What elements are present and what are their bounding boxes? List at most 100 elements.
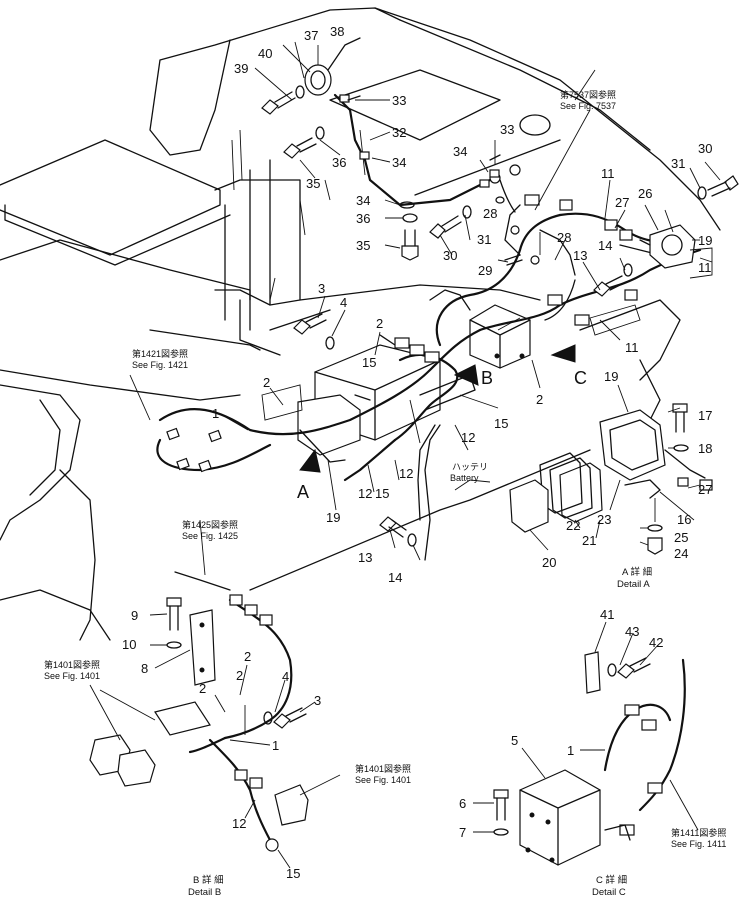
callout-2-top: 2 [376, 316, 383, 331]
callout-34-right: 34 [453, 144, 467, 159]
callout-33-top: 33 [392, 93, 406, 108]
callout-19-detail: 19 [604, 369, 618, 384]
callout-25: 25 [674, 530, 688, 545]
callout-19-mid: 19 [326, 510, 340, 525]
callout-19-right: 19 [698, 233, 712, 248]
callout-11-mid: 11 [625, 340, 639, 355]
callout-16: 16 [677, 512, 691, 527]
fasteners-main [261, 85, 739, 547]
callout-37: 37 [304, 28, 318, 43]
battery-label-en: Battery [450, 473, 479, 483]
ref-1401b-jp: 第1401図参照 [355, 763, 411, 774]
callout-2-b1: 2 [244, 649, 251, 664]
callout-5: 5 [511, 733, 518, 748]
ref-1411-jp: 第1411図参照 [671, 827, 726, 838]
ref-1421-en: See Fig. 1421 [132, 360, 188, 370]
callout-41: 41 [600, 607, 614, 622]
callout-15-a: 15 [362, 355, 376, 370]
callout-22: 22 [566, 518, 580, 533]
wiring-harness-main [156, 179, 702, 561]
callout-4-b: 4 [282, 669, 289, 684]
callout-14-a: 14 [598, 238, 612, 253]
callout-30-a: 30 [443, 248, 457, 263]
detail-b-caption-jp: B 詳 細 [193, 874, 224, 886]
callout-3-main: 3 [318, 281, 325, 296]
callout-2-b2: 2 [236, 668, 243, 683]
callout-12-b: 12 [399, 466, 413, 481]
callout-29: 29 [478, 263, 492, 278]
battery-assembly [297, 344, 476, 463]
cab-body-outline [0, 7, 721, 641]
callout-31-b: 31 [671, 156, 685, 171]
detail-c-caption-jp: C 詳 細 [596, 874, 627, 886]
callout-34-top: 34 [392, 155, 406, 170]
ref-7537-en: See Fig. 7537 [560, 101, 616, 111]
ref-1401a-en: See Fig. 1401 [44, 671, 100, 681]
callout-35-mid: 35 [356, 238, 370, 253]
callout-4-main: 4 [340, 295, 347, 310]
callout-12-d: 12 [232, 816, 246, 831]
callout-35-top: 35 [306, 176, 320, 191]
view-letter-b: B [481, 368, 493, 388]
ref-1401a-jp: 第1401図参照 [44, 659, 100, 670]
callout-36-mid: 36 [356, 211, 370, 226]
callout-12-a: 12 [461, 430, 475, 445]
callout-21: 21 [582, 533, 596, 548]
callout-17: 17 [698, 408, 712, 423]
callout-14-b: 14 [388, 570, 402, 585]
callout-30-b: 30 [698, 141, 712, 156]
callout-24: 24 [674, 546, 688, 561]
callout-15-c: 15 [375, 486, 389, 501]
detail-a-caption-jp: A 詳 細 [622, 566, 652, 578]
view-letter-c: C [574, 368, 587, 388]
work-lamp-right [639, 224, 696, 269]
ref-1425-jp: 第1425図参照 [182, 519, 238, 530]
callout-39: 39 [234, 61, 248, 76]
detail-b-caption-en: Detail B [188, 887, 221, 897]
callout-28-b: 28 [557, 230, 571, 245]
callout-27-top: 27 [615, 195, 629, 210]
callout-15-b: 15 [494, 416, 508, 431]
callout-31-a: 31 [477, 232, 491, 247]
callout-15-d: 15 [286, 866, 300, 881]
callout-18: 18 [698, 441, 712, 456]
controller-box [469, 304, 531, 369]
callout-36-top: 36 [332, 155, 346, 170]
ref-1425-en: See Fig. 1425 [182, 531, 238, 541]
battery-label-jp: ハッテリ [452, 462, 488, 472]
callout-3-b: 3 [314, 693, 321, 708]
ref-1411-en: See Fig. 1411 [671, 839, 726, 849]
view-arrows [299, 344, 576, 473]
detail-c-drawing [493, 651, 686, 866]
callout-26: 26 [638, 186, 652, 201]
callout-7: 7 [459, 825, 466, 840]
callout-9: 9 [131, 608, 138, 623]
callout-42: 42 [649, 635, 663, 650]
callout-2-right: 2 [536, 392, 543, 407]
callout-38: 38 [330, 24, 344, 39]
callout-brackets [261, 247, 713, 421]
callout-11-right: 11 [698, 260, 712, 275]
callout-8: 8 [141, 661, 148, 676]
ref-1421-jp: 第1421図参照 [132, 348, 188, 359]
callout-40: 40 [258, 46, 272, 61]
detail-a-drawing [509, 403, 713, 555]
detail-a-caption-en: Detail A [617, 579, 650, 590]
callout-32: 32 [392, 125, 406, 140]
callout-numbers: 37 38 40 39 33 32 34 36 35 34 36 35 33 3… [122, 24, 712, 881]
callout-11-top: 11 [601, 166, 615, 181]
view-letter-a: A [297, 482, 309, 502]
ref-1401b-en: See Fig. 1401 [355, 775, 411, 785]
callout-13-b: 13 [358, 550, 372, 565]
detail-c-caption-en: Detail C [592, 887, 626, 897]
callout-6: 6 [459, 796, 466, 811]
callout-20: 20 [542, 555, 556, 570]
callout-1-c: 1 [567, 743, 574, 758]
rear-lamp-top [304, 37, 500, 207]
battery-label: ハッテリ Battery [450, 462, 488, 483]
callout-27-detail: 27 [698, 482, 712, 497]
leader-lines [89, 41, 721, 869]
callout-12-c: 12 [358, 486, 372, 501]
